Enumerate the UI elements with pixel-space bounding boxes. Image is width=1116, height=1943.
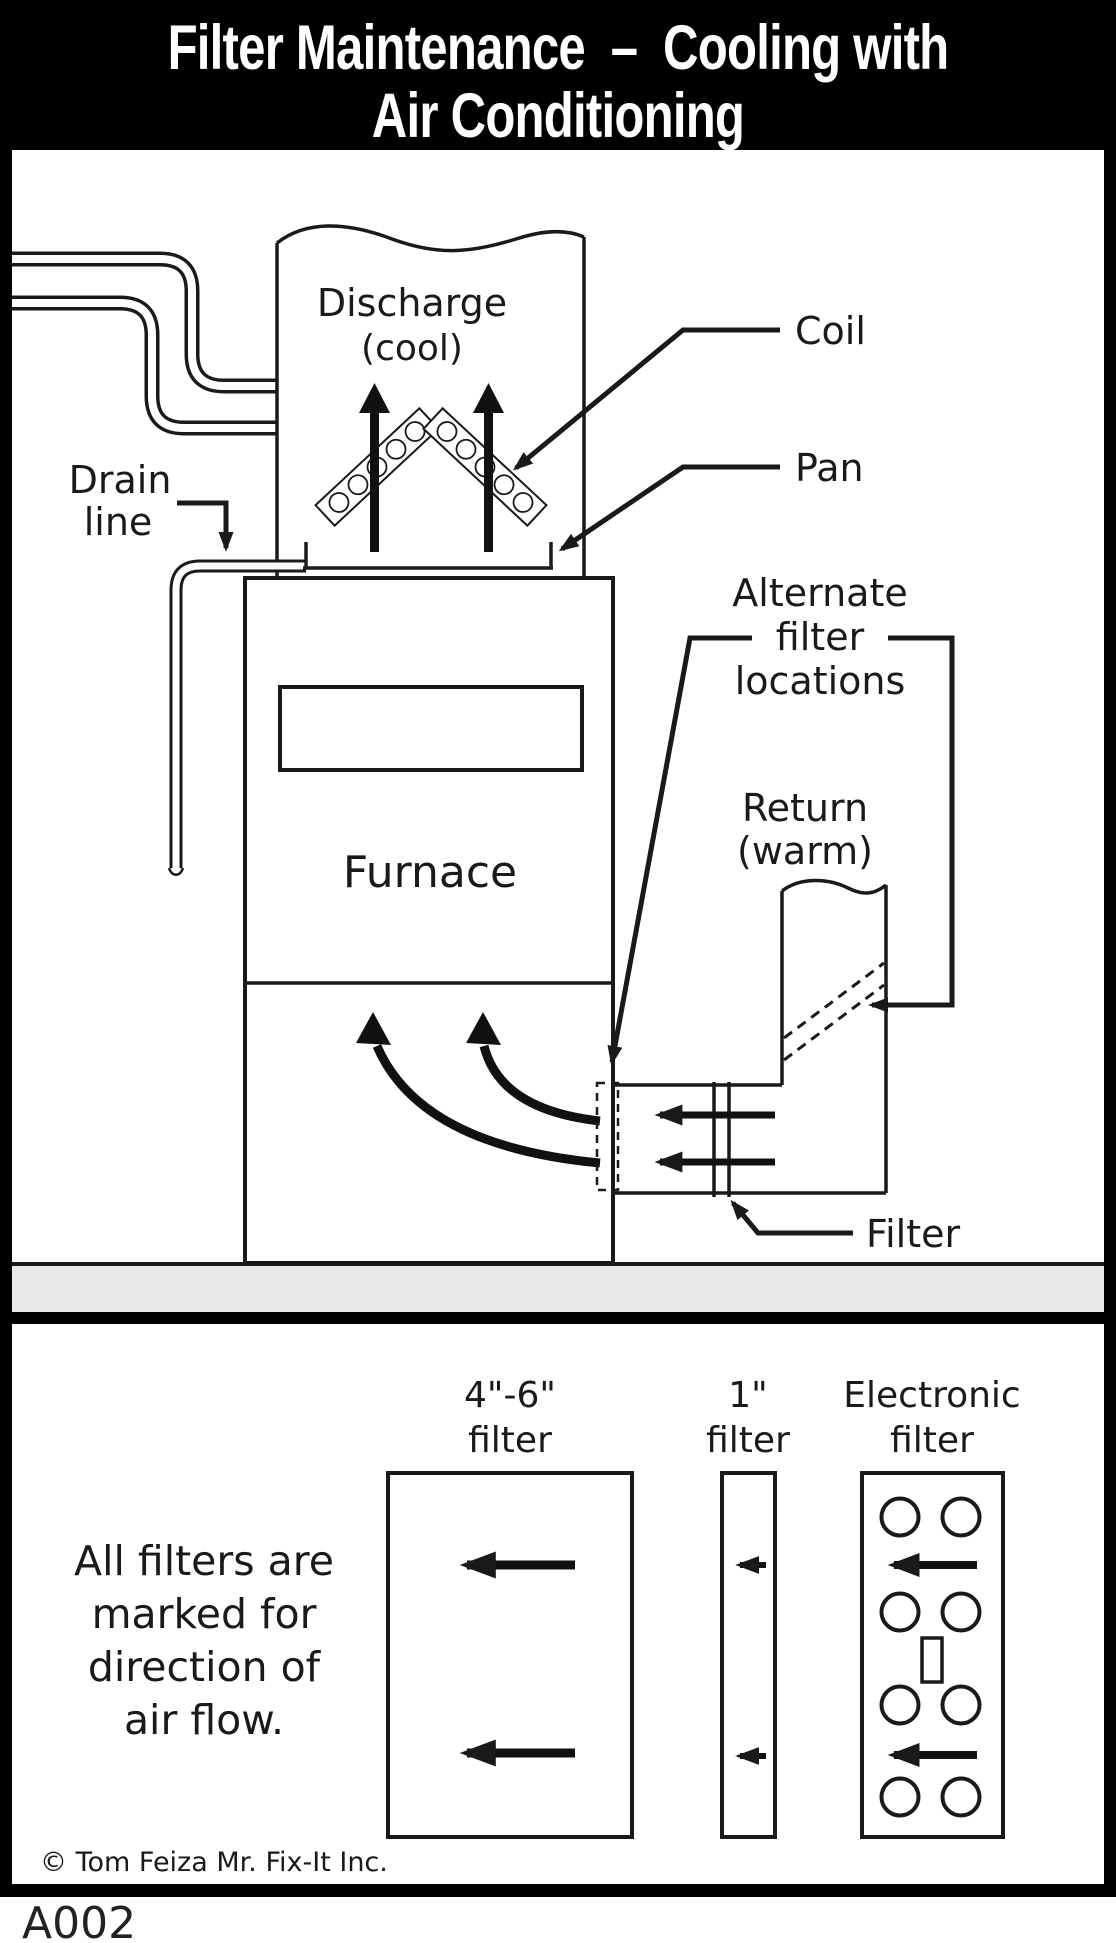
alt-filter-label-line3: locations — [735, 659, 906, 703]
return-airflow-arrows — [654, 1104, 775, 1173]
coil-leader — [512, 327, 780, 471]
legend-note: All filters are marked for direction of … — [74, 1537, 334, 1744]
diagram-code: A002 — [22, 1898, 136, 1943]
alt-filter-duct-dashed-2 — [783, 983, 885, 1062]
filter-4-6-inch: 4"-6" filter — [386, 1375, 634, 1839]
electronic-filter-element — [920, 1636, 944, 1684]
title-line-2: Air Conditioning — [371, 81, 745, 151]
supply-duct — [275, 224, 586, 578]
filter-leader — [730, 1199, 853, 1236]
return-label-line1: Return — [742, 786, 868, 830]
alt-filter-duct-dashed-1 — [783, 961, 885, 1040]
drain-pipe — [167, 559, 306, 876]
title-band: Filter Maintenance – Cooling with Air Co… — [0, 0, 1116, 151]
return-label-line2: (warm) — [737, 829, 873, 873]
alt-filter-left-leader — [607, 635, 752, 1066]
alt-filter-right-leader — [868, 635, 955, 1013]
discharge-arrows — [359, 383, 504, 552]
filter1-label-line2: filter — [468, 1420, 552, 1461]
blower-airflow-arrows — [356, 1012, 601, 1168]
return-duct — [613, 878, 888, 1197]
refrigerant-lines — [12, 251, 278, 436]
drain-label-line2: line — [84, 500, 153, 544]
alt-filter-label-line2: filter — [776, 615, 865, 659]
duct-torn-top — [275, 224, 585, 253]
drain-label-line1: Drain — [69, 458, 172, 502]
filter3-label-line2: filter — [890, 1420, 974, 1461]
note-line1: All filters are — [74, 1537, 334, 1585]
leader-lines — [177, 327, 955, 1236]
note-line2: marked for — [92, 1590, 317, 1638]
drain-pipe-cut-end — [167, 867, 185, 876]
filter3-label-line1: Electronic — [843, 1375, 1020, 1416]
discharge-label-line1: Discharge — [317, 281, 507, 325]
diagram-labels: Discharge (cool) Coil Pan Drain line Fur… — [69, 281, 961, 1256]
furnace-cabinet — [243, 576, 615, 1265]
title-line-1: Filter Maintenance – Cooling with — [167, 13, 950, 83]
evaporator-coil — [314, 406, 548, 528]
furnace-label: Furnace — [343, 847, 517, 898]
alt-filter-label-line1: Alternate — [732, 571, 907, 615]
coil-label: Coil — [795, 309, 866, 353]
copyright-text: © Tom Feiza Mr. Fix-It Inc. — [40, 1847, 388, 1878]
discharge-label-line2: (cool) — [361, 328, 463, 369]
pan-leader — [558, 464, 780, 552]
electronic-filter-cells — [879, 1496, 982, 1818]
note-line4: air flow. — [124, 1696, 284, 1744]
note-line3: direction of — [88, 1643, 322, 1691]
drain-leader — [177, 500, 234, 552]
floor-band — [12, 1266, 1104, 1312]
filter-label: Filter — [866, 1212, 960, 1256]
pan-label: Pan — [795, 446, 864, 490]
alternate-filter-markers — [595, 961, 885, 1192]
return-torn-top — [780, 878, 888, 895]
filter-electronic: Electronic filter — [843, 1375, 1021, 1839]
furnace-panel — [278, 685, 584, 772]
filter-1-inch: 1" filter — [706, 1375, 790, 1839]
filter1-label-line1: 4"-6" — [464, 1375, 556, 1416]
filter2-label-line1: 1" — [728, 1375, 767, 1416]
panel-frame — [0, 150, 1116, 1897]
filter2-label-line2: filter — [706, 1420, 790, 1461]
section-divider — [12, 1312, 1104, 1324]
alt-filter-furnace-dashed-box — [595, 1081, 620, 1192]
condensate-pan — [303, 542, 553, 570]
